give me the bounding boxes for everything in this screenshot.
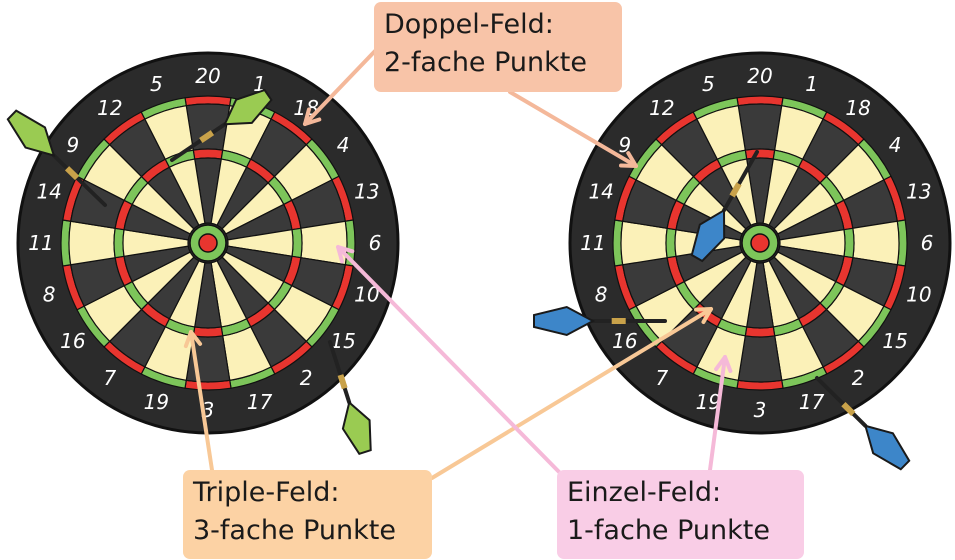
right-board-number: 15 [882, 329, 907, 353]
right-board-number: 1 [805, 72, 818, 96]
left-board-number: 20 [195, 64, 220, 88]
triple-feld-description: 3-fache Punkte [193, 512, 422, 550]
right-board-number: 13 [906, 179, 931, 203]
doppel-feld-title: Doppel-Feld: [384, 6, 612, 44]
right-board-number: 17 [799, 390, 825, 414]
right-board-number: 16 [612, 329, 637, 353]
right-board-number: 6 [921, 231, 934, 255]
einzel-feld-label: Einzel-Feld: 1-fache Punkte [557, 470, 804, 559]
right-board-number: 7 [655, 366, 668, 390]
right-board-number: 12 [649, 96, 674, 120]
left-board-number: 14 [36, 179, 61, 203]
left-board-number: 6 [369, 231, 382, 255]
doppel-feld-label: Doppel-Feld: 2-fache Punkte [374, 2, 622, 92]
right-board-number: 5 [702, 72, 715, 96]
left-board-number: 2 [300, 366, 313, 390]
left-board-number: 5 [150, 72, 163, 96]
left-bullseye [199, 234, 217, 252]
right-board-number: 11 [580, 231, 605, 255]
dart-flight [865, 426, 909, 469]
left-board-number: 11 [28, 231, 53, 255]
right-board-number: 2 [852, 366, 865, 390]
left-board-number: 16 [60, 329, 85, 353]
right-board-number: 20 [747, 64, 772, 88]
dart-flight [343, 403, 371, 454]
triple-feld-title: Triple-Feld: [193, 474, 422, 512]
left-board-number: 7 [103, 366, 116, 390]
left-board-number: 13 [354, 179, 379, 203]
right-board-number: 3 [754, 398, 767, 422]
right-board-number: 18 [845, 96, 870, 120]
right-board-number: 10 [906, 283, 931, 307]
triple-feld-label: Triple-Feld: 3-fache Punkte [183, 470, 432, 559]
right-board-number: 14 [588, 179, 613, 203]
right-board-number: 8 [595, 283, 608, 307]
left-board-number: 19 [144, 390, 169, 414]
left-board-number: 17 [247, 390, 273, 414]
einzel-feld-description: 1-fache Punkte [567, 512, 794, 550]
doppel-feld-description: 2-fache Punkte [384, 44, 612, 82]
right-bullseye [751, 234, 769, 252]
einzel-feld-title: Einzel-Feld: [567, 474, 794, 512]
right-board-number: 4 [889, 133, 902, 157]
left-board-number: 9 [67, 133, 80, 157]
left-board-number: 12 [97, 96, 122, 120]
einzel-arrow-left [338, 247, 565, 478]
left-board-number: 4 [337, 133, 350, 157]
dart-flight [8, 111, 54, 156]
left-board-number: 8 [43, 283, 56, 307]
